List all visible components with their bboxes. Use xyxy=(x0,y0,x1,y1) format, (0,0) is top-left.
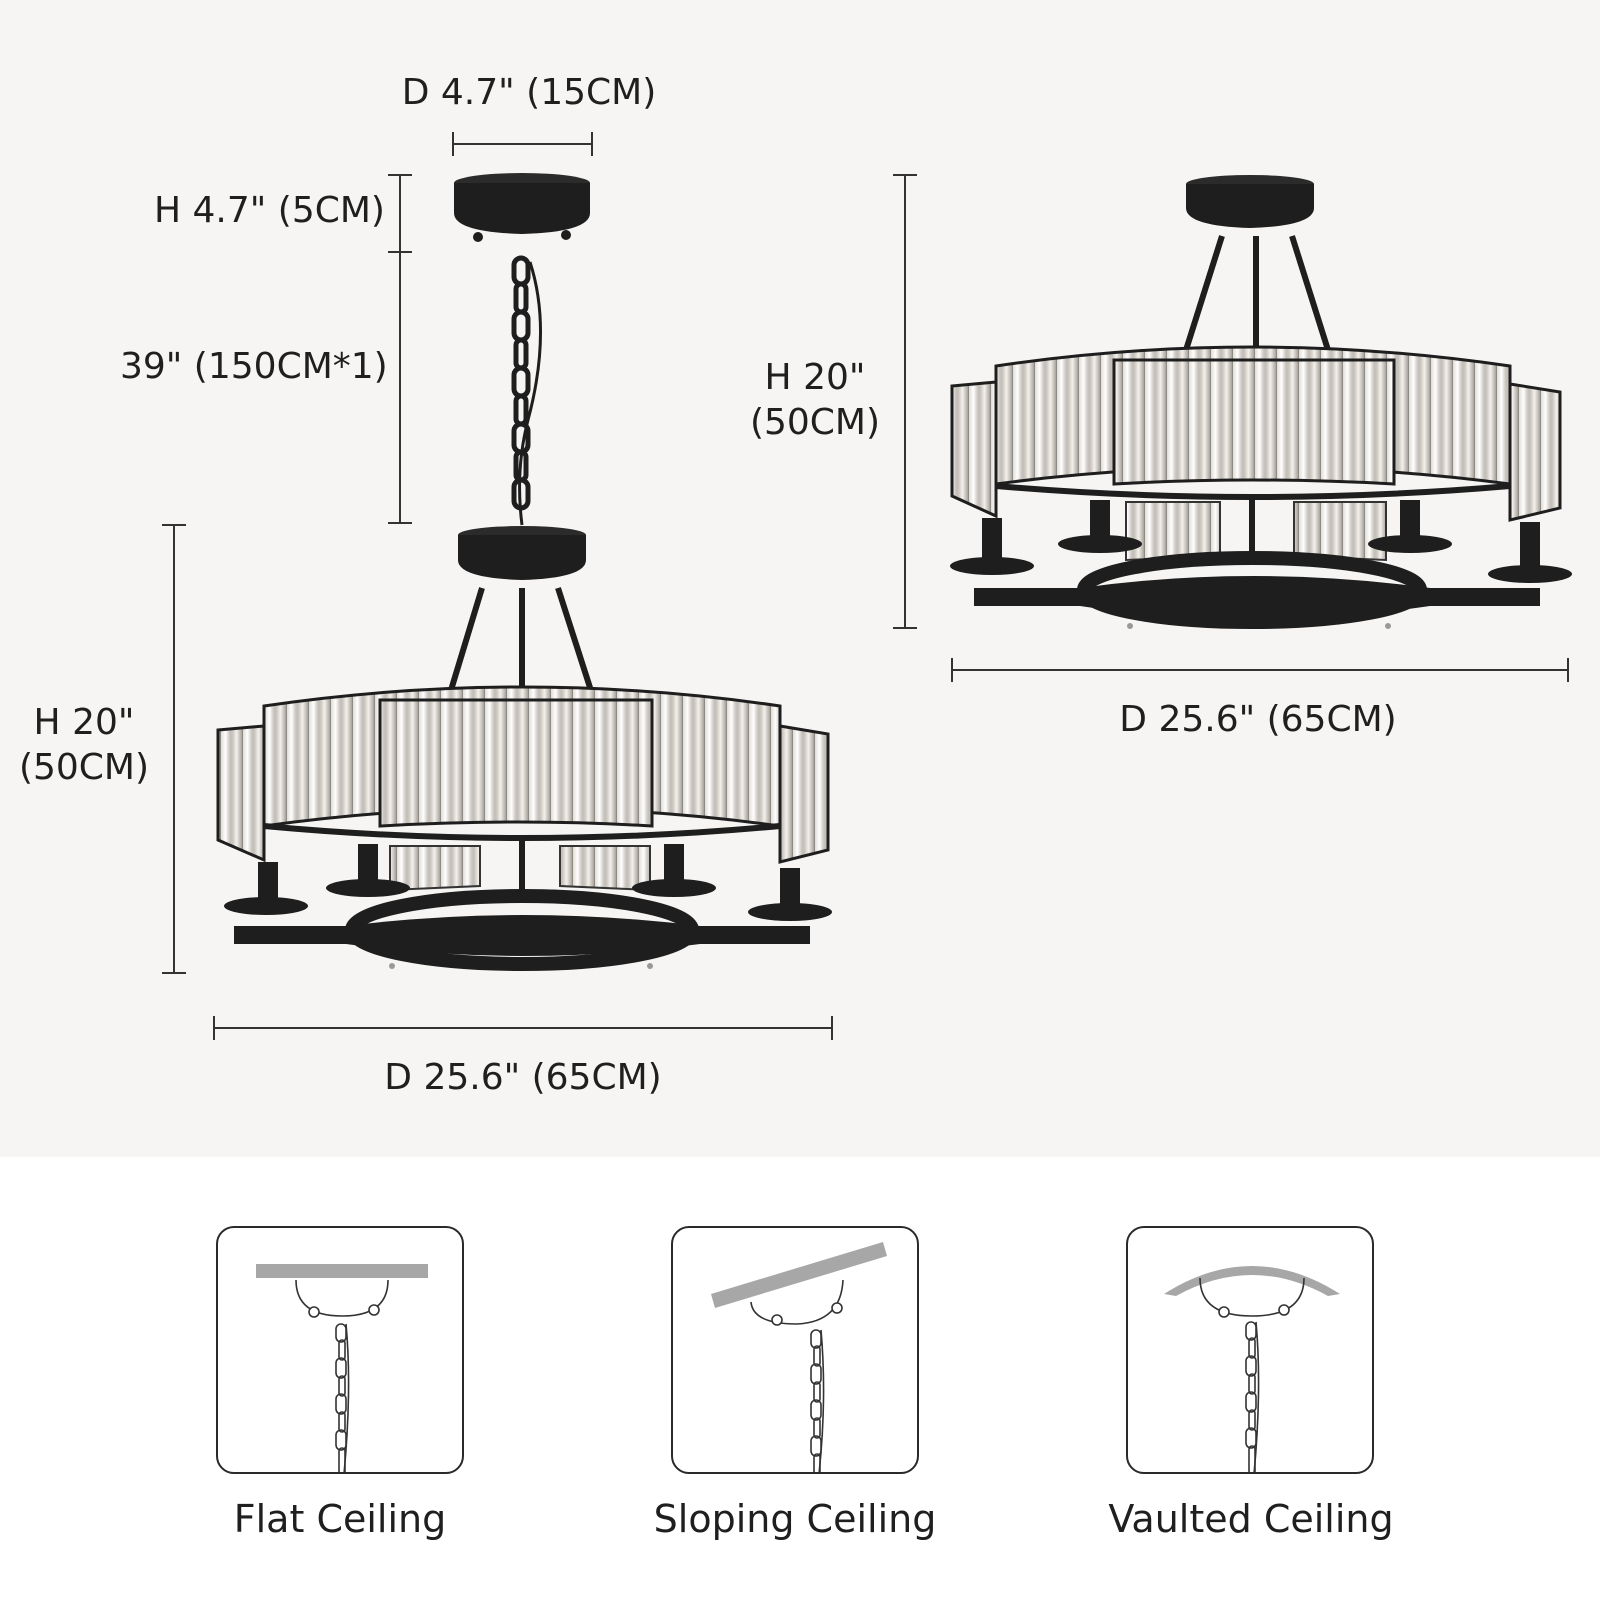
sloping-ceiling-icon xyxy=(711,1242,887,1472)
canopy-height-label: H 4.7" (5CM) xyxy=(154,190,385,231)
flat-ceiling-icon xyxy=(256,1264,428,1472)
flat-ceiling-card xyxy=(216,1226,464,1474)
flush-height-dimension-line xyxy=(893,174,917,629)
pendant-diameter-label: D 25.6" (65CM) xyxy=(384,1057,662,1098)
vaulted-ceiling-icon xyxy=(1164,1266,1340,1472)
sloping-ceiling-card xyxy=(671,1226,919,1474)
flush-diameter-dimension-line xyxy=(951,658,1569,682)
chandelier-illustrations xyxy=(162,132,1572,1040)
vaulted-ceiling-card xyxy=(1126,1226,1374,1474)
flush-diameter-label: D 25.6" (65CM) xyxy=(1119,699,1397,740)
pendant-height-label-line1: H 20" xyxy=(33,702,135,743)
flush-chandelier-illustration xyxy=(950,175,1572,629)
pendant-height-label-line2: (50CM) xyxy=(18,747,150,788)
pendant-diameter-dimension-line xyxy=(213,1016,833,1040)
vaulted-ceiling-label: Vaulted Ceiling xyxy=(1108,1497,1394,1541)
canopy-diameter-dimension-line xyxy=(452,132,593,156)
flat-ceiling-label: Flat Ceiling xyxy=(233,1497,447,1541)
flush-height-label-line1: H 20" xyxy=(764,357,866,398)
pendant-height-dimension-line xyxy=(162,524,186,974)
chain-length-dimension-line xyxy=(388,252,412,524)
canopy-diameter-label: D 4.7" (15CM) xyxy=(401,72,657,113)
sloping-ceiling-label: Sloping Ceiling xyxy=(653,1497,937,1541)
canopy-height-dimension-line xyxy=(388,174,412,253)
chain-length-label: 39" (150CM*1) xyxy=(120,346,388,387)
flush-height-label-line2: (50CM) xyxy=(749,402,881,443)
pendant-chandelier-illustration xyxy=(216,173,832,971)
